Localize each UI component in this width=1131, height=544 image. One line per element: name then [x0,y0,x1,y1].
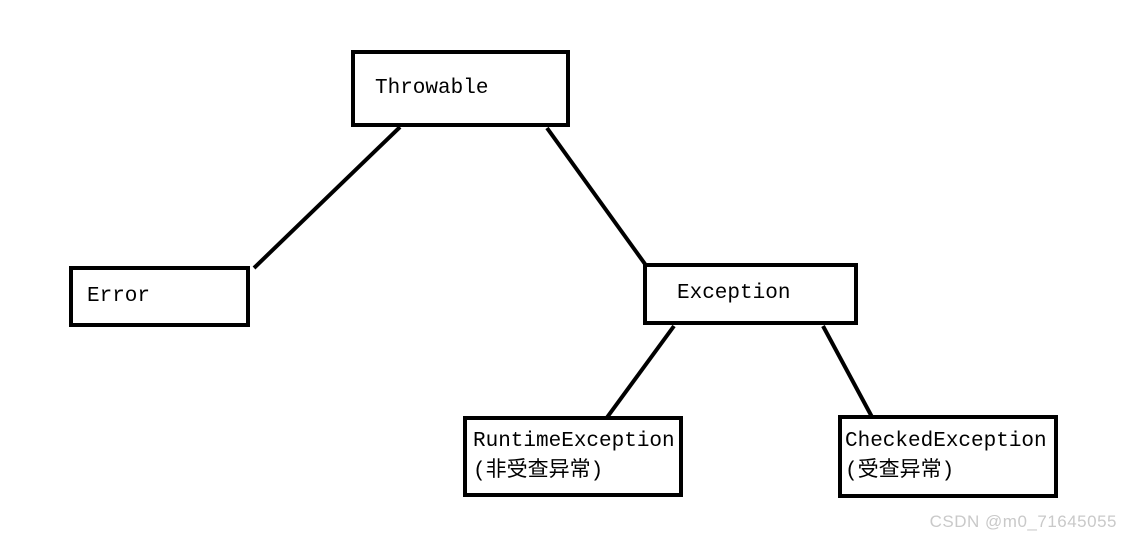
edge-throwable-error [252,125,402,270]
node-runtime-exception-sublabel: (非受查异常) [473,459,604,483]
node-error-label: Error [87,284,151,308]
node-exception: Exception [643,263,858,325]
node-throwable: Throwable [351,50,570,127]
node-runtime-exception-label: RuntimeException [473,429,675,453]
edge-throwable-exception [545,126,647,266]
node-checked-exception-label: CheckedException [845,429,1047,453]
node-checked-exception-sublabel: (受查异常) [845,459,955,483]
node-checked-exception: CheckedException (受查异常) [838,415,1058,498]
edge-exception-checked [821,325,874,418]
node-throwable-label: Throwable [375,76,489,100]
node-runtime-exception: RuntimeException (非受查异常) [463,416,683,497]
node-error: Error [69,266,250,327]
node-exception-label: Exception [677,282,791,305]
edge-exception-runtime [598,324,676,429]
watermark: CSDN @m0_71645055 [929,512,1117,531]
